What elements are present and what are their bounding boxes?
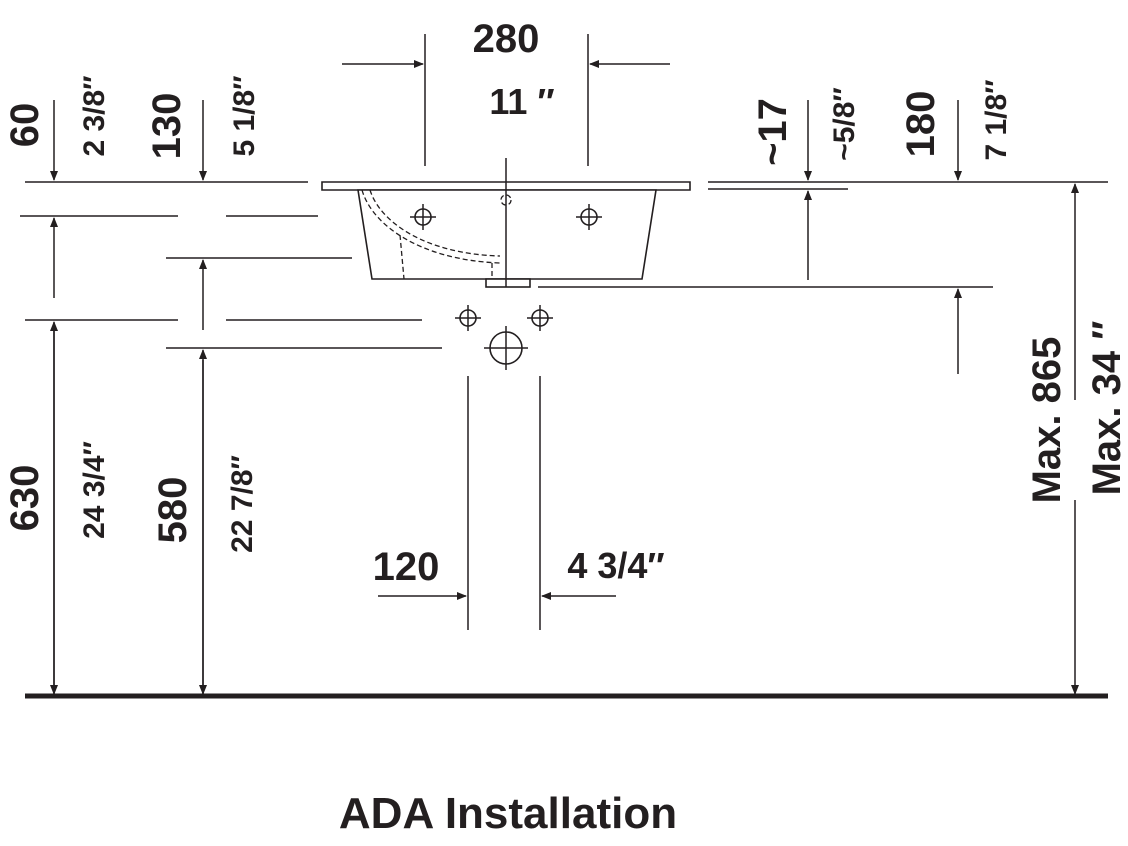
dimension-17: ~17 ~5/8″ — [751, 87, 861, 280]
dim-630-label: 630 — [3, 465, 47, 532]
dimension-130: 130 5 1/8″ — [145, 75, 261, 330]
dimension-180: 180 7 1/8″ — [899, 79, 1013, 374]
basin — [321, 158, 691, 288]
dim-24-3-4-label: 24 3/4″ — [78, 441, 111, 539]
dim-4-3-4-label: 4 3/4″ — [567, 545, 664, 586]
dim-17-label: ~17 — [751, 98, 795, 166]
dim-7-1-8-label: 7 1/8″ — [980, 79, 1013, 160]
drain-and-supply — [455, 305, 553, 630]
dimension-max-865: Max. 865 Max. 34 ″ — [1025, 183, 1128, 695]
dimension-630: 630 24 3/4″ — [3, 321, 111, 695]
dim-60-label: 60 — [3, 103, 47, 148]
dim-max-34-label: Max. 34 ″ — [1085, 321, 1128, 496]
dim-5-8-label: ~5/8″ — [828, 87, 861, 161]
dim-280-label: 280 — [473, 17, 540, 61]
dimension-580: 580 22 7/8″ — [151, 349, 259, 695]
dimension-120: 120 4 3/4″ — [373, 545, 665, 600]
dim-2-3-8-label: 2 3/8″ — [78, 75, 111, 156]
dim-180-label: 180 — [899, 91, 943, 158]
dim-max-865-label: Max. 865 — [1025, 337, 1069, 504]
drawing-title: ADA Installation — [339, 789, 677, 838]
dim-580-label: 580 — [151, 477, 195, 544]
dim-5-1-8-label: 5 1/8″ — [228, 75, 261, 156]
dimension-280: 280 11 ″ — [342, 17, 670, 166]
dim-11-label: 11 ″ — [489, 81, 554, 122]
rim-reference-lines — [20, 181, 1108, 349]
dim-22-7-8-label: 22 7/8″ — [226, 455, 259, 553]
dimension-60: 60 2 3/8″ — [3, 75, 111, 298]
dim-130-label: 130 — [145, 93, 189, 160]
dim-120-label: 120 — [373, 545, 440, 589]
